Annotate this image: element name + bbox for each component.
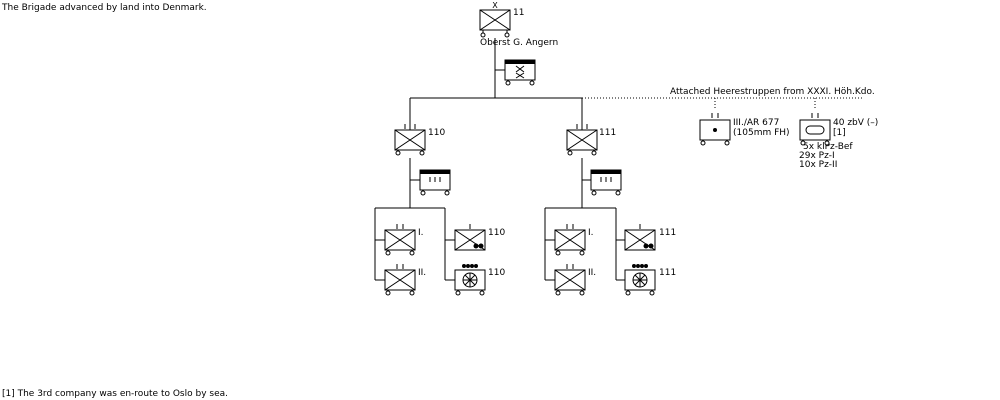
regiment-110-designation: 110 bbox=[428, 128, 446, 138]
attached-panzer-battalion-symbol bbox=[799, 113, 831, 146]
reg110-battalion-2-symbol bbox=[384, 264, 416, 296]
reg111-motorcycle-company-symbol bbox=[624, 224, 656, 251]
attached-unit-2-designation: 40 zbV (–) bbox=[833, 118, 879, 128]
reg110-bn1-label: I. bbox=[418, 228, 424, 238]
reg110-support2-label: 110 bbox=[488, 268, 506, 278]
footnote: [1] The 3rd company was en-route to Oslo… bbox=[2, 389, 228, 399]
reg111-bn1-label: I. bbox=[588, 228, 594, 238]
equipment-line-3: 10x Pz-II bbox=[799, 160, 838, 170]
brigade-hq-company-symbol bbox=[504, 59, 536, 86]
header-note: The Brigade advanced by land into Denmar… bbox=[2, 3, 207, 13]
reg111-battalion-1-symbol bbox=[554, 224, 586, 256]
regiment-111-symbol bbox=[566, 124, 598, 156]
regiment-111-designation: 111 bbox=[599, 128, 617, 138]
reg110-bn2-label: II. bbox=[418, 268, 427, 278]
brigade-symbol: X bbox=[479, 1, 511, 38]
reg111-support1-label: 111 bbox=[659, 228, 677, 238]
reg111-artillery-company-symbol bbox=[624, 264, 656, 296]
reg110-support1-label: 110 bbox=[488, 228, 506, 238]
size-mark-x: X bbox=[492, 1, 498, 10]
attached-unit-1-designation: III./AR 677 bbox=[733, 118, 780, 128]
brigade-designation: 11 bbox=[513, 8, 525, 18]
attached-unit-2-detail: [1] bbox=[833, 128, 846, 138]
attached-connector bbox=[582, 97, 862, 110]
reg111-battalion-2-symbol bbox=[554, 264, 586, 296]
attached-artillery-battalion-symbol bbox=[699, 113, 731, 146]
reg110-battalion-1-symbol bbox=[384, 224, 416, 256]
regiment-110-symbol bbox=[394, 124, 426, 156]
attached-heading: Attached Heerestruppen from XXXI. Höh.Kd… bbox=[670, 87, 875, 97]
regiment-110-hq-symbol bbox=[419, 169, 451, 196]
regiment-111-hq-symbol bbox=[590, 169, 622, 196]
reg111-bn2-label: II. bbox=[588, 268, 597, 278]
reg110-artillery-company-symbol bbox=[454, 264, 486, 296]
equipment-line-2: 29x Pz-I bbox=[799, 151, 835, 161]
equipment-line-1: 5x klPz-Bef bbox=[803, 142, 853, 152]
attached-unit-1-detail: (105mm FH) bbox=[733, 128, 790, 138]
reg111-support2-label: 111 bbox=[659, 268, 677, 278]
reg110-motorcycle-company-symbol bbox=[454, 224, 486, 251]
brigade-commander: Oberst G. Angern bbox=[480, 38, 559, 48]
